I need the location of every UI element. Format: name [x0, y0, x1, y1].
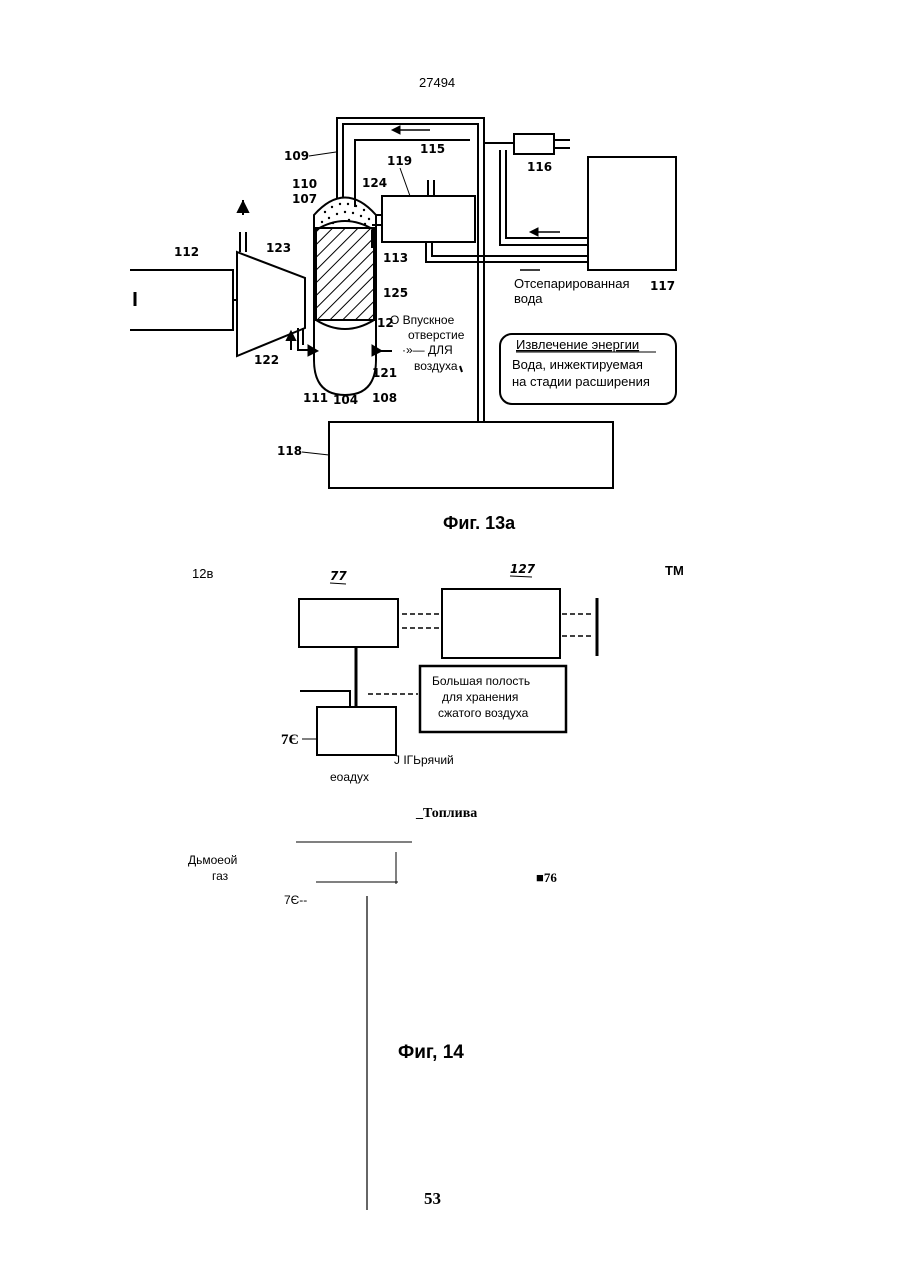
pipe-116-arrowhead — [530, 228, 538, 236]
fig13a-diagram — [130, 118, 676, 488]
ref-76: ■76 — [536, 870, 557, 885]
separated-water-line1: Отсепарированная — [514, 276, 630, 291]
chamber-125-bottom — [316, 320, 374, 329]
air-inlet-line3: ·»— ДЛЯ — [402, 343, 453, 357]
air-label: еоадух — [330, 770, 369, 784]
flue-gas-line1: Дьмоеой — [188, 853, 237, 867]
fig13a-text-labels: Отсепарированная вода О Впускное отверст… — [390, 276, 656, 389]
storage-line1: Большая полость — [432, 674, 530, 688]
storage-line2: для хранения — [442, 690, 518, 704]
ref-124: 124 — [362, 176, 387, 190]
ref-118: 118 — [277, 444, 302, 458]
ref-104: 104 — [333, 393, 358, 407]
ref-113: 113 — [383, 251, 408, 265]
pipe-to-118 — [460, 366, 462, 372]
fig14-labels: 12в ТМ 77 127 Большая полость для хранен… — [188, 562, 684, 1063]
ref-119: 119 — [387, 154, 412, 168]
ref-115: 115 — [420, 142, 445, 156]
air-inlet-line2: отверстие — [408, 328, 465, 342]
block-7e — [317, 707, 396, 755]
box-117 — [588, 157, 676, 270]
ref-77: 77 — [330, 569, 347, 583]
ref-123: 123 — [266, 241, 291, 255]
leader-118 — [302, 452, 329, 455]
fuel-label: _Топлива — [415, 806, 477, 821]
chamber-125 — [316, 228, 374, 320]
pump-116 — [514, 134, 554, 154]
return-arrowhead — [392, 126, 400, 134]
energy-box-title: Извлечение энергии — [516, 337, 639, 352]
flue-gas-line2: газ — [212, 869, 229, 883]
leader-119 — [400, 168, 410, 196]
fig14-caption: Фиг, 14 — [398, 1042, 464, 1063]
generator-block-112 — [130, 270, 233, 330]
label-tm: ТМ — [665, 563, 684, 578]
storage-line3: сжатого воздуха — [438, 706, 529, 720]
ref-108: 108 — [372, 391, 397, 405]
separated-water-line2: вода — [514, 291, 543, 306]
ref-122: 122 — [254, 353, 279, 367]
ref-127: 127 — [510, 562, 536, 576]
ref-117: 117 — [650, 279, 675, 293]
block-118 — [329, 422, 613, 488]
separator-119 — [382, 196, 475, 242]
hot-air-label: J ІГЬрячий — [394, 753, 454, 767]
ref-121: 121 — [372, 366, 397, 380]
page-number: 53 — [424, 1189, 441, 1208]
exhaust-arrowhead — [238, 202, 248, 212]
block-77 — [299, 599, 398, 647]
air-inlet-line4: воздуха — [414, 359, 458, 373]
pump-116-lines — [554, 140, 570, 148]
ref-112: 112 — [174, 245, 199, 259]
fig13a-caption: Фиг. 13а — [443, 513, 516, 533]
ref-109: 109 — [284, 149, 309, 163]
air-inlet-line1: О Впускное — [390, 313, 455, 327]
energy-box-line2: на стадии расширения — [512, 374, 650, 389]
ref-116: 116 — [527, 160, 552, 174]
ref-125: 125 — [383, 286, 408, 300]
ref-111: 111 — [303, 391, 328, 405]
leader-109 — [309, 152, 336, 156]
leader-77 — [330, 583, 346, 584]
page-code: 27494 — [419, 75, 455, 90]
ref-7e: 7Є — [281, 732, 299, 748]
energy-box-line1: Вода, инжектируемая — [512, 357, 643, 372]
ref-110: 110 — [292, 177, 317, 191]
label-12b: 12в — [192, 566, 213, 581]
left-pipe — [300, 691, 350, 706]
fig13a-ref-labels: 109 115 116 119 110 124 107 112 123 113 … — [174, 142, 675, 458]
exhaust-pipe — [240, 232, 246, 252]
block-127 — [442, 589, 560, 658]
ref-107: 107 — [292, 192, 317, 206]
leader-127 — [510, 576, 532, 577]
separator-vent — [428, 180, 434, 196]
ref-7e-dash: 7Є-- — [284, 893, 307, 907]
